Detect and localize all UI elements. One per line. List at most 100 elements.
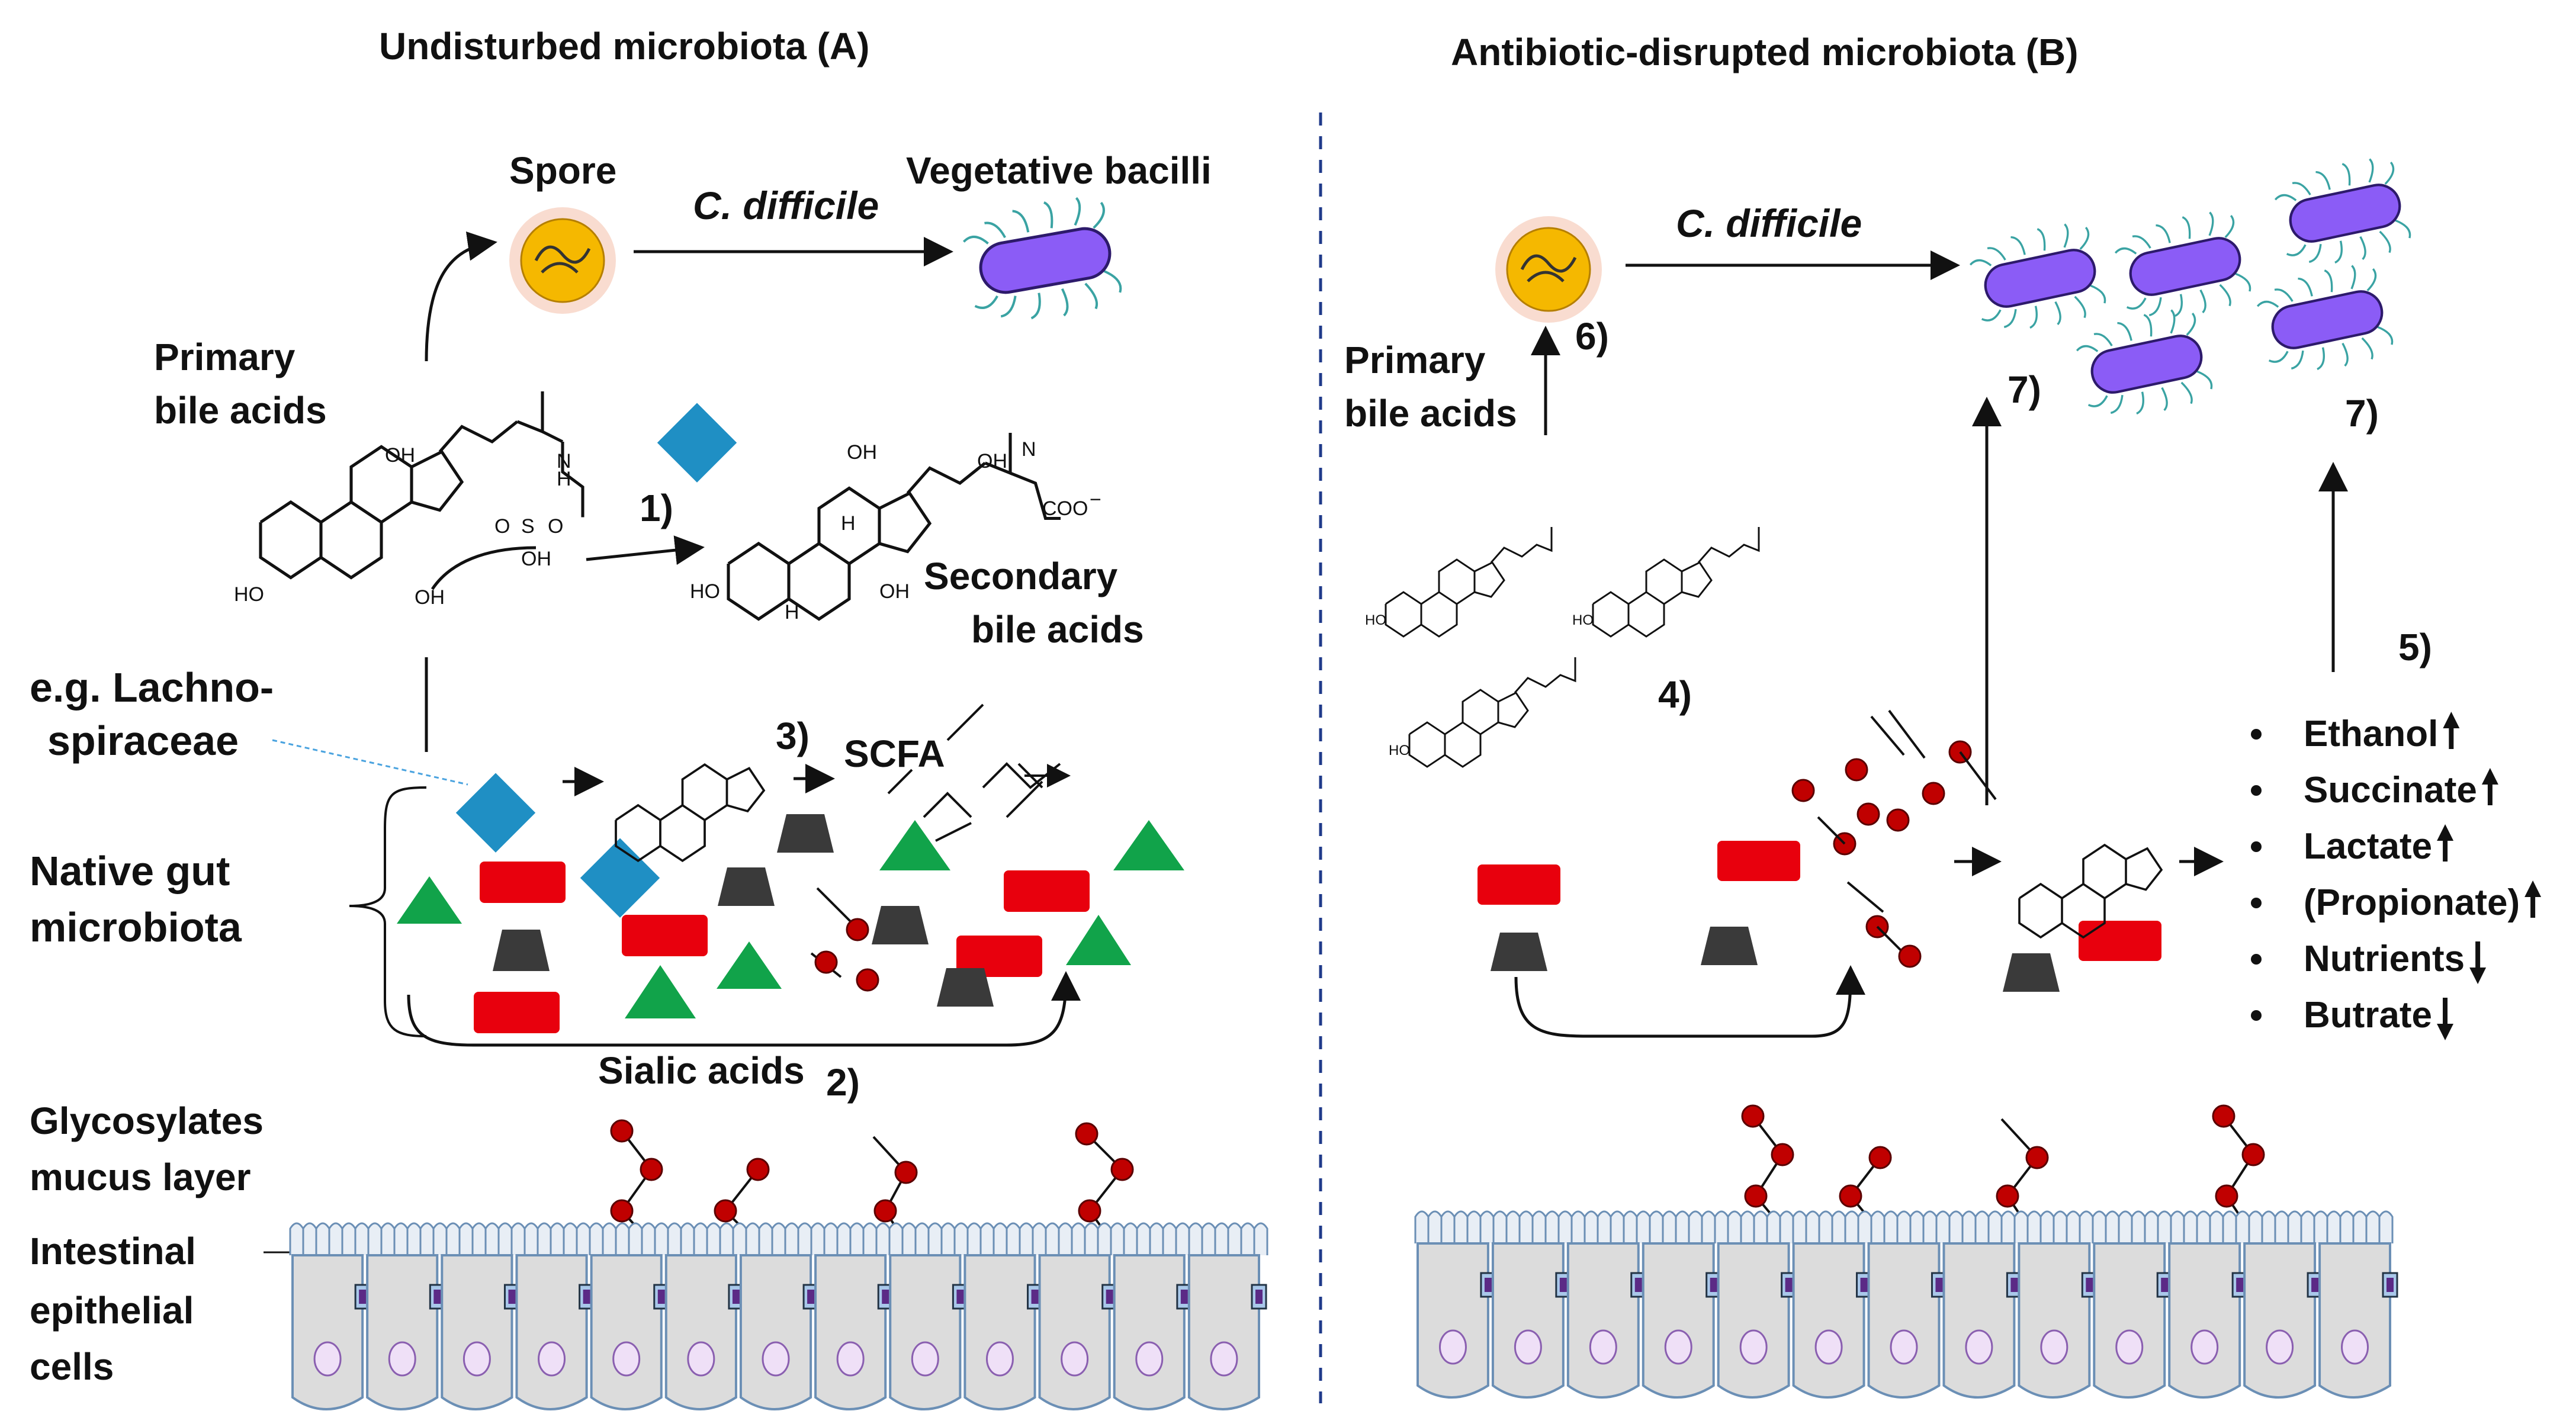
epi-label-2: epithelial [30, 1289, 194, 1332]
bacillus-icon [1969, 223, 2106, 329]
chem-coo: COO [1042, 497, 1088, 520]
primary-bile-acid-b-3 [1408, 657, 1576, 768]
metabolite-item: Ethanol [2304, 713, 2438, 754]
bacillus-icon [2114, 211, 2251, 317]
grey-trapezoid-1 [493, 930, 550, 971]
spore-label: Spore [509, 149, 616, 192]
panel-a-title: Undisturbed microbiota (A) [379, 25, 869, 68]
red-rect-4 [956, 936, 1042, 977]
list-bullet [2251, 954, 2262, 965]
primary-bile-label-1: Primary [154, 336, 295, 378]
spore-icon [509, 207, 616, 314]
red-rect-2 [622, 915, 708, 956]
sterane-intermediate-a [615, 763, 765, 862]
metabolite-item: Nutrients [2304, 938, 2465, 979]
chem-ho-1: HO [234, 583, 264, 606]
chem-o-2: O [548, 515, 563, 538]
step-3-label: 3) [776, 715, 810, 757]
primary-bile-acid-molecule [261, 391, 584, 578]
primary-bile-acid-b-2 [1592, 527, 1760, 638]
epithelial-cell [1038, 1254, 1111, 1410]
grey-trapezoid-2 [718, 867, 775, 906]
arrow-primary-to-spore [425, 231, 497, 362]
chem-n-2: N [1022, 438, 1036, 461]
chem-s-1: S [521, 515, 535, 538]
chem-oh-3: OH [521, 548, 551, 570]
red-rect-5 [1004, 870, 1090, 912]
grey-trapezoid-4 [872, 906, 929, 944]
cell-nucleus [1965, 1329, 1993, 1365]
epithelial-cell [2093, 1242, 2166, 1399]
grey-trapezoid-b-1 [1491, 933, 1547, 971]
glyco-label-1: Glycosylates [30, 1100, 264, 1142]
primary-bile-b-label-1: Primary [1344, 339, 1486, 381]
epithelial-cell [1113, 1254, 1186, 1410]
cell-nucleus [1061, 1341, 1089, 1377]
green-triangle-6 [1113, 820, 1184, 870]
epithelial-cell [1792, 1242, 1865, 1399]
red-rect-b-3 [2079, 921, 2161, 961]
cell-nucleus [762, 1341, 790, 1377]
epithelial-cell [664, 1254, 737, 1410]
c-difficile-label-b: C. difficile [1676, 201, 1862, 245]
blue-diamond-bacterium-1 [657, 403, 737, 483]
up-arrow-icon [2481, 768, 2498, 805]
epithelial-cell [2318, 1242, 2391, 1399]
metabolite-item: (Propionate) [2304, 882, 2520, 923]
cell-nucleus [2190, 1329, 2219, 1365]
bacillus-icon [2076, 309, 2213, 415]
epithelial-cell [2168, 1242, 2241, 1399]
bacilli-cluster-b [1969, 158, 2411, 415]
green-triangle-1 [397, 876, 462, 924]
primary-bile-label-2: bile acids [154, 389, 327, 432]
epithelial-cell [1491, 1242, 1565, 1399]
arrow-sialic-loop [407, 971, 1081, 1047]
sialic-fragment-a-2 [810, 950, 879, 992]
epithelial-cell [291, 1254, 364, 1410]
c-difficile-label-a: C. difficile [693, 184, 879, 227]
cell-nucleus [1514, 1329, 1542, 1365]
cell-nucleus [538, 1341, 566, 1377]
blue-diamond-bacterium-3 [580, 838, 660, 918]
green-triangle-2 [625, 965, 696, 1018]
chem-o-1: O [494, 515, 510, 538]
epithelium-a [289, 1222, 1268, 1410]
panel-b-title: Antibiotic-disrupted microbiota (B) [1451, 31, 2079, 73]
step-6-label: 6) [1575, 315, 1609, 358]
cell-nucleus [1135, 1341, 1164, 1377]
list-bullet [2251, 1010, 2262, 1021]
chem-oh-6: OH [879, 580, 910, 603]
cell-nucleus [911, 1341, 939, 1377]
grey-trapezoid-3 [777, 814, 834, 853]
epithelium-b [1414, 1210, 2398, 1399]
bacillus-icon [2274, 158, 2411, 264]
cell-nucleus [1589, 1329, 1617, 1365]
lachno-pointer-line [272, 739, 468, 786]
sialic-acids-label: Sialic acids [598, 1049, 805, 1092]
chem-oh-2: OH [415, 586, 445, 609]
cell-nucleus [1890, 1329, 1918, 1365]
epi-label-1: Intestinal [30, 1230, 196, 1272]
cell-nucleus [1210, 1341, 1238, 1377]
cell-nucleus [836, 1341, 865, 1377]
metabolite-item: Succinate [2304, 770, 2477, 811]
chem-h-3: H [841, 512, 856, 535]
chem-ho-b1: HO [1365, 612, 1386, 628]
chem-oh-4: OH [847, 441, 877, 464]
chem-h-2: H [785, 601, 799, 623]
step-2-label: 2) [826, 1061, 860, 1104]
secondary-bile-label-2: bile acids [971, 608, 1144, 651]
up-arrow-icon [2443, 712, 2460, 749]
epithelial-cell [2243, 1242, 2317, 1399]
red-rect-b-1 [1477, 864, 1560, 905]
step-4-label: 4) [1658, 673, 1692, 716]
microbiota-bracket [349, 786, 427, 1037]
epithelial-cell [515, 1254, 588, 1410]
grey-trapezoid-b-3 [2003, 953, 2060, 992]
up-arrow-icon [2437, 824, 2454, 862]
step-7b-label: 7) [2345, 392, 2379, 435]
metabolite-item: Lactate [2304, 826, 2432, 867]
cell-nucleus [1438, 1329, 1467, 1365]
